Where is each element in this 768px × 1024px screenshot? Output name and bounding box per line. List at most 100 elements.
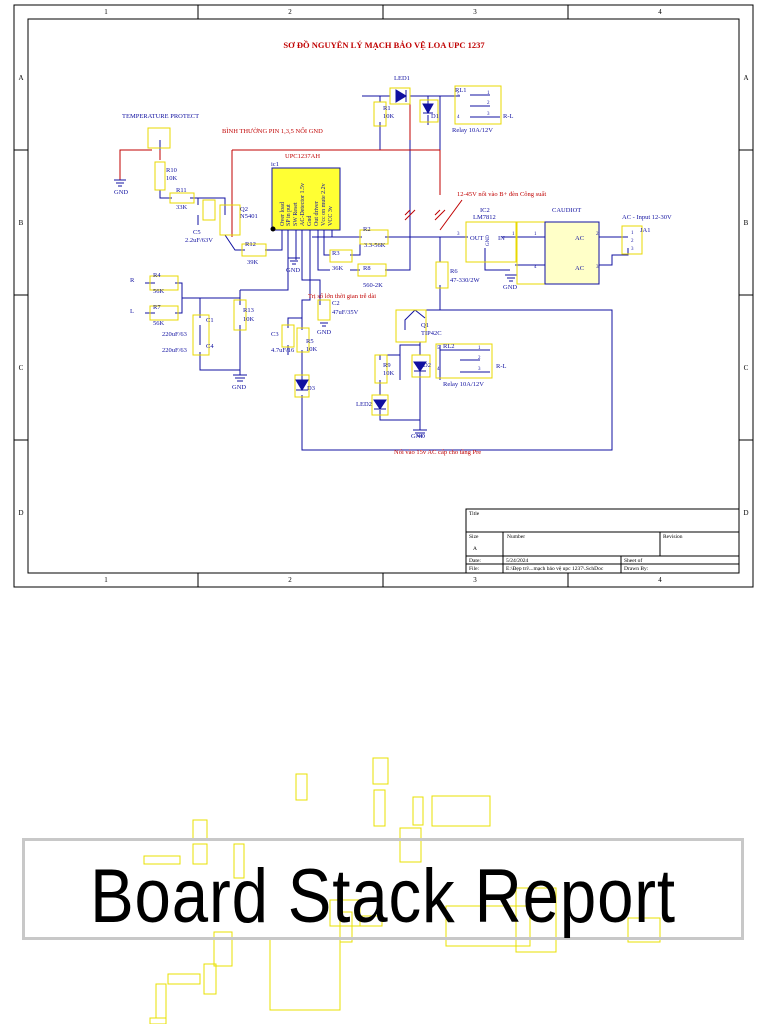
ic1-pin-ac-detector: AC-Detector 1.5v [300,183,306,226]
rl2-label: RL2 [443,343,455,350]
tb-number: Number [507,534,525,540]
ic1-pin-vcc: VCC 3v [328,206,334,226]
svg-text:2: 2 [487,101,490,106]
q1-value: TIP42C [421,330,442,337]
rl1-out: R-L [503,113,514,120]
c1-value: 220uF/63 [162,331,187,338]
svg-text:3: 3 [478,367,481,372]
input-r-label: R [130,277,135,284]
col-label-1b: 1 [104,576,108,584]
col-label-2: 2 [288,8,292,16]
r11-label: R11 [176,187,187,194]
rl1-label: RL1 [455,87,467,94]
schematic-title: SƠ ĐỒ NGUYÊN LÝ MẠCH BẢO VỆ LOA UPC 1237 [283,40,485,50]
gnd-6: GND [411,433,425,440]
col-label-2b: 2 [288,576,292,584]
title-block-text: Title Size A Number Revision Date: 5/24/… [469,511,683,572]
r4-label: R4 [153,272,161,279]
rl2-out: R-L [496,363,507,370]
r5-value: 10K [306,346,318,353]
row-label-a2: A [743,74,748,82]
svg-text:3: 3 [487,112,490,117]
ac-input-label: AC - Input 12-30V [622,214,672,221]
ic1-pin-over-load: Over load [280,202,286,226]
row-label-c2: C [744,364,749,372]
svg-text:3: 3 [596,265,599,270]
ic2-label: IC2 [480,207,490,214]
tb-title: Title [469,511,480,517]
rl1-value: Relay 10A/12V [452,127,493,134]
board-stack-report-banner: Board Stack Report [22,838,744,940]
r4-value: 56K [153,288,165,295]
b-plus-note: 12-45V nối vào B+ đèn Công suất [457,191,546,198]
r13-label: R13 [243,307,254,314]
row-label-a: A [18,74,23,82]
svg-text:2: 2 [478,356,481,361]
r9-value: 10K [383,370,395,377]
svg-text:3: 3 [457,232,460,237]
r6-label: R6 [450,268,458,275]
col-label-3b: 3 [473,576,477,584]
r1-value: 10K [383,113,395,120]
d3-label: D3 [307,385,315,392]
ic1-body [271,167,341,231]
svg-text:4: 4 [437,367,440,372]
col-label-1: 1 [104,8,108,16]
tb-revision: Revision [663,534,683,540]
c5-value: 2.2uF/63V [185,237,213,244]
r7-label: R7 [153,304,161,311]
tb-sheet: Sheet of [624,557,642,564]
led1-label: LED1 [394,75,410,82]
c4-value: 220uF/63 [162,347,187,354]
gnd-5: GND [232,384,246,391]
bridge-ac-top: AC [575,235,584,242]
bridge-body [544,221,600,285]
ic1-name: UPC1237AH [285,153,320,160]
r10-label: R10 [166,167,177,174]
ic1-pin1-dot [270,226,276,232]
svg-text:1: 1 [631,231,634,236]
svg-text:1: 1 [478,346,481,351]
q2-value: N5401 [240,213,258,220]
wires-blue [145,94,629,451]
ja1-label: JA1 [640,227,650,234]
row-label-b2: B [744,219,749,227]
svg-text:2: 2 [631,239,634,244]
r6-value: 47-330/2W [450,277,480,284]
c2-value: 47uF/35V [332,309,359,316]
ic1-pin-vcc-mute: Vcc on mute 2.2v [321,183,327,226]
tb-date-val: 5/24/2024 [506,558,529,564]
ic1-pin-sp-input: SP in put [286,204,292,226]
r3-value: 36K [332,265,344,272]
row-label-d: D [18,509,23,517]
r12-value: 39K [247,259,259,266]
gnd-1: GND [114,189,128,196]
input-l-label: L [130,308,134,315]
svg-text:1: 1 [487,91,490,96]
ic1-pin-gnd: Gnd [307,216,313,226]
row-label-c: C [19,364,24,372]
c4-label: C4 [206,343,214,350]
r1-label: R1 [383,105,391,112]
ic2-out: OUT [470,235,483,242]
r9-label: R9 [383,362,391,369]
ac-pre-note: Nối vào 15v AC cấp cho tầng Pre [394,449,481,456]
col-label-3: 3 [473,8,477,16]
svg-text:3: 3 [631,247,634,252]
r12-label: R12 [245,241,256,248]
r3-label: R3 [332,250,340,257]
r7-value: 56K [153,320,165,327]
tb-file: File: [469,566,480,572]
r8-value: 560-2K [363,282,383,289]
ic2-gnd: GND [486,235,491,246]
r10-value: 10K [166,175,178,182]
tb-date: Date: [469,558,481,564]
r2-label: R2 [363,226,371,233]
red-notes: BÌNH THƯỜNG PIN 1,3,5 NỐI GND UPC1237AH … [222,127,546,456]
tb-drawn: Drawn By: [624,566,649,572]
svg-text:4: 4 [534,265,537,270]
gnd-4: GND [317,329,331,336]
svg-text:1: 1 [534,232,537,237]
r13-value: 10K [243,316,255,323]
tb-size: Size [469,534,479,540]
